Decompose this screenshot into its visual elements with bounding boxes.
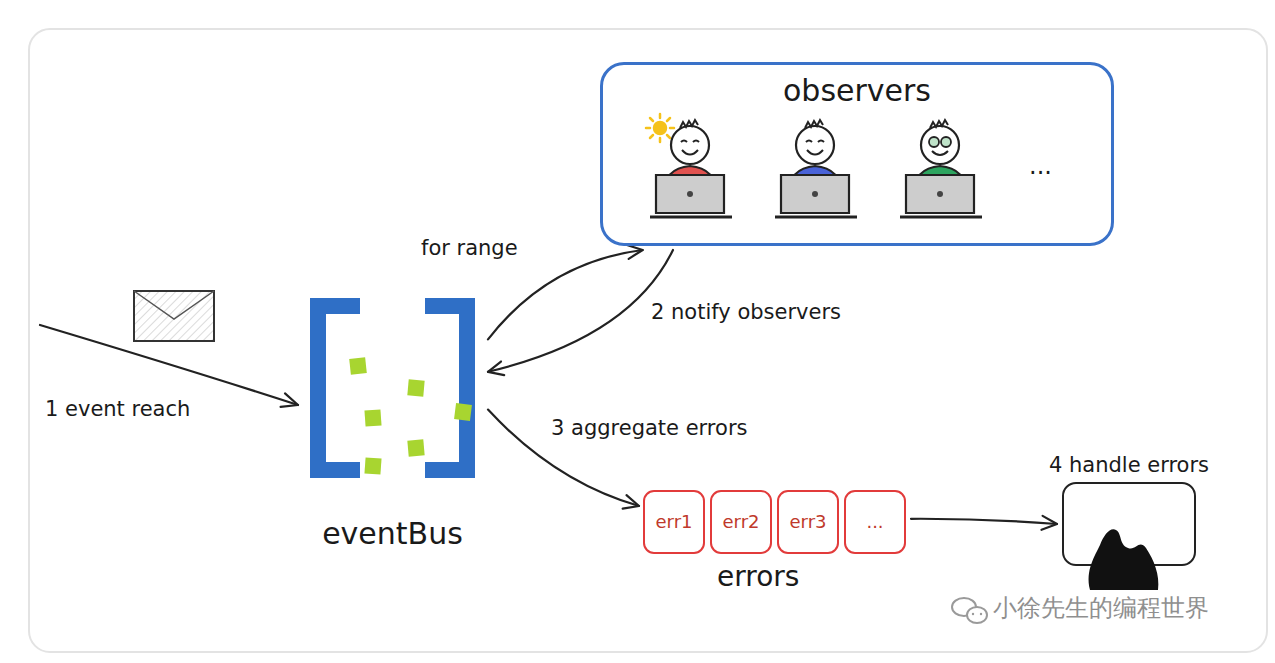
group-label: errors — [714, 560, 802, 594]
node-title: observers — [603, 73, 1111, 109]
envelope-icon — [134, 291, 214, 341]
more-observers: ... — [1026, 152, 1055, 181]
connector — [911, 516, 1057, 530]
person-blue — [775, 120, 857, 217]
edge-label: for range — [418, 236, 521, 261]
handler-box: 4 handle errors — [1062, 482, 1196, 566]
connector-line — [488, 250, 643, 339]
event-squares — [349, 357, 472, 474]
watermark: 小徐先生的编程世界 — [990, 594, 1212, 623]
node-title: ... — [866, 511, 883, 533]
arrow-head — [623, 495, 639, 508]
error-box: err3 — [777, 490, 839, 554]
node-title: 4 handle errors — [1049, 453, 1209, 478]
event-bus: eventBus — [305, 298, 480, 478]
error-box: err1 — [643, 490, 705, 554]
connector-line — [488, 250, 673, 372]
arrow-head — [1042, 516, 1057, 530]
edge-label: 2 notify observers — [648, 300, 844, 325]
bus-brackets — [318, 306, 467, 470]
node-title: eventBus — [305, 516, 480, 552]
error-box: ... — [844, 490, 906, 554]
node-title: err2 — [722, 511, 759, 533]
edge-label: 3 aggregate errors — [548, 416, 750, 441]
arrow-head — [488, 362, 504, 376]
incoming-arrow — [40, 325, 298, 407]
arrow-head — [627, 245, 643, 259]
node-title: err3 — [789, 511, 826, 533]
node-title: err1 — [655, 511, 692, 533]
fire-blob — [1089, 529, 1159, 590]
person-green — [900, 120, 982, 217]
wechat-icon — [952, 598, 987, 623]
connector — [488, 250, 673, 375]
person-red — [650, 120, 732, 217]
sun-icon — [646, 114, 674, 142]
step-label: 1 event reach — [42, 397, 193, 422]
connector-line — [911, 519, 1057, 524]
error-box: err2 — [710, 490, 772, 554]
